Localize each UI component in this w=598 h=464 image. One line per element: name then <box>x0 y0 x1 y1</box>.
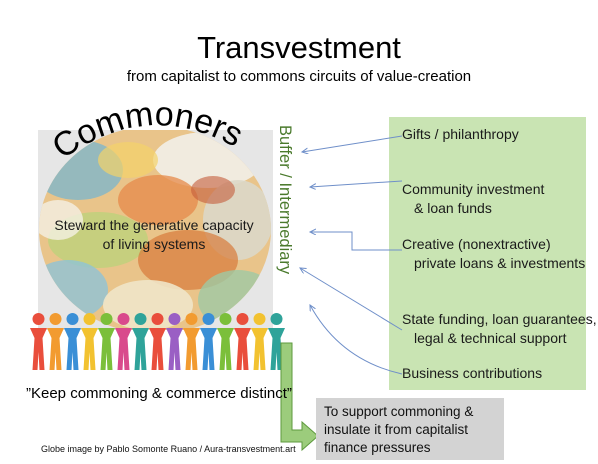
person-figure <box>47 313 64 370</box>
person-figure <box>217 313 234 370</box>
person-figure <box>251 313 268 370</box>
image-credit: Globe image by Pablo Somonte Ruano / Aur… <box>41 444 296 454</box>
source-state-funding: State funding, loan guarantees, legal & … <box>402 311 597 346</box>
source-gifts: Gifts / philanthropy <box>402 126 519 142</box>
person-figure <box>64 313 81 370</box>
outcome-box: To support commoning & insulate it from … <box>316 398 504 460</box>
person-figure <box>183 313 200 370</box>
arrow-business <box>310 305 403 375</box>
person-figure <box>30 313 47 370</box>
arrow-gifts <box>302 135 403 152</box>
page-title: Transvestment <box>197 30 401 65</box>
person-figure <box>81 313 98 370</box>
people-chain-image <box>30 313 285 370</box>
keep-distinct-quote: ”Keep commoning & commerce distinct” <box>26 385 292 402</box>
arrow-state <box>300 268 403 331</box>
buffer-intermediary-label: Buffer / Intermediary <box>276 125 294 275</box>
funding-sources-box: Gifts / philanthropy Community investmen… <box>389 117 597 390</box>
outcome-line-3: finance pressures <box>324 440 431 455</box>
outcome-line-2: insulate it from capitalist <box>324 422 469 437</box>
steward-line-1: Steward the generative capacity <box>54 217 254 233</box>
svg-text:Buffer / Intermediary: Buffer / Intermediary <box>276 125 294 275</box>
source-creative-loans: Creative (nonextractive) private loans &… <box>402 236 586 271</box>
outcome-arrow <box>280 342 319 452</box>
page-subtitle: from capitalist to commons circuits of v… <box>126 68 472 85</box>
outcome-line-1: To support commoning & <box>324 404 474 419</box>
person-figure <box>200 313 217 370</box>
steward-text: Steward the generative capacity of livin… <box>40 216 268 254</box>
person-figure <box>98 313 115 370</box>
person-figure <box>132 313 149 370</box>
globe-image <box>38 130 273 330</box>
person-figure <box>115 313 132 370</box>
person-figure <box>149 313 166 370</box>
source-business-contributions: Business contributions <box>402 365 543 381</box>
source-community-investment: Community investment & loan funds <box>402 181 545 216</box>
person-figure <box>234 313 251 370</box>
person-figure <box>166 313 183 370</box>
arrow-creative <box>310 232 402 251</box>
arrow-community <box>310 180 403 187</box>
steward-line-2: of living systems <box>102 236 206 252</box>
